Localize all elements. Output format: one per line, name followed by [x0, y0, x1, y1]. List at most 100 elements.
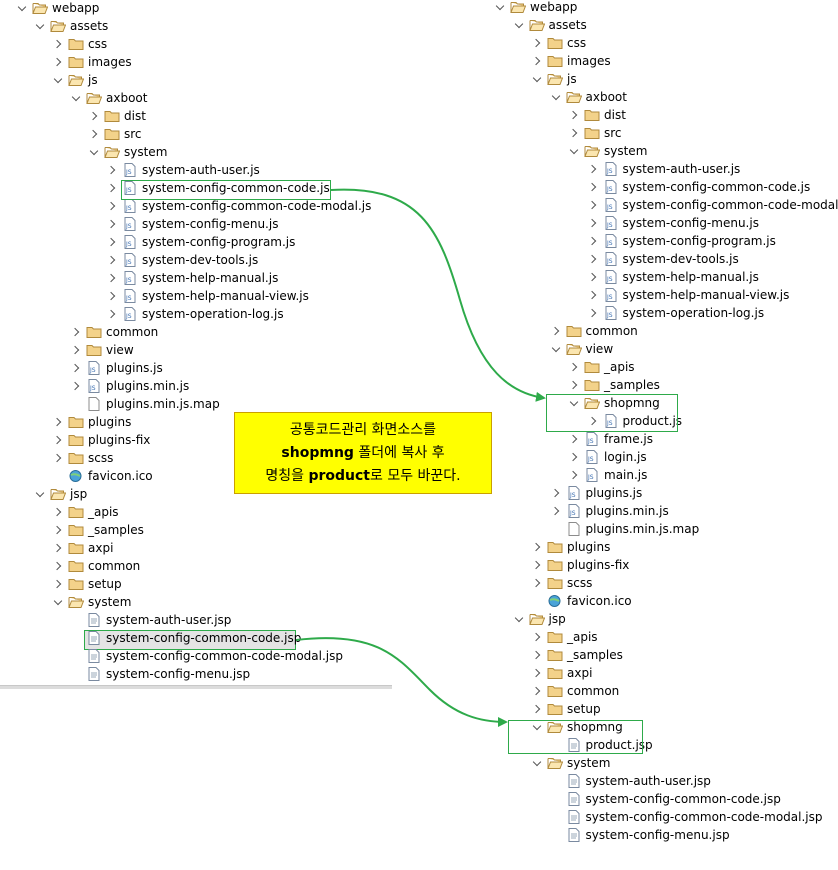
- chevron-right-icon[interactable]: [589, 160, 599, 178]
- chevron-down-icon[interactable]: [515, 610, 525, 628]
- chevron-down-icon[interactable]: [552, 88, 562, 106]
- chevron-right-icon[interactable]: [72, 377, 82, 395]
- chevron-right-icon[interactable]: [54, 503, 64, 521]
- tree-item[interactable]: system-config-common-code.jsp: [72, 629, 301, 647]
- tree-item[interactable]: common: [54, 557, 140, 575]
- tree-item[interactable]: dist: [570, 106, 626, 124]
- chevron-right-icon[interactable]: [570, 430, 580, 448]
- chevron-right-icon[interactable]: [533, 646, 543, 664]
- chevron-right-icon[interactable]: [570, 106, 580, 124]
- chevron-right-icon[interactable]: [90, 107, 100, 125]
- chevron-right-icon[interactable]: [108, 233, 118, 251]
- tree-item[interactable]: plugins-fix: [533, 556, 629, 574]
- chevron-right-icon[interactable]: [570, 124, 580, 142]
- tree-item[interactable]: dist: [90, 107, 146, 125]
- tree-item[interactable]: assets: [36, 17, 108, 35]
- chevron-right-icon[interactable]: [589, 268, 599, 286]
- chevron-right-icon[interactable]: [54, 413, 64, 431]
- tree-item[interactable]: setup: [54, 575, 122, 593]
- chevron-right-icon[interactable]: [72, 323, 82, 341]
- chevron-right-icon[interactable]: [108, 197, 118, 215]
- tree-item[interactable]: plugins.min.js.map: [552, 520, 699, 538]
- chevron-right-icon[interactable]: [72, 359, 82, 377]
- tree-item[interactable]: plugins.min.js.map: [72, 395, 220, 413]
- tree-item[interactable]: view: [552, 340, 613, 358]
- tree-item[interactable]: jsp: [515, 610, 566, 628]
- tree-item[interactable]: setup: [533, 700, 601, 718]
- chevron-right-icon[interactable]: [54, 539, 64, 557]
- tree-item[interactable]: system-config-common-code.jsp: [552, 790, 781, 808]
- chevron-down-icon[interactable]: [54, 71, 64, 89]
- chevron-right-icon[interactable]: [552, 484, 562, 502]
- tree-item[interactable]: css: [54, 35, 107, 53]
- chevron-right-icon[interactable]: [552, 502, 562, 520]
- chevron-down-icon[interactable]: [54, 593, 64, 611]
- chevron-right-icon[interactable]: [589, 286, 599, 304]
- tree-item[interactable]: _apis: [533, 628, 598, 646]
- tree-item[interactable]: common: [72, 323, 158, 341]
- tree-item[interactable]: system: [533, 754, 610, 772]
- tree-item[interactable]: images: [533, 52, 611, 70]
- chevron-down-icon[interactable]: [36, 17, 46, 35]
- chevron-right-icon[interactable]: [533, 664, 543, 682]
- chevron-right-icon[interactable]: [589, 250, 599, 268]
- chevron-right-icon[interactable]: [54, 575, 64, 593]
- chevron-right-icon[interactable]: [533, 700, 543, 718]
- tree-item[interactable]: scss: [54, 449, 113, 467]
- tree-item[interactable]: _samples: [533, 646, 623, 664]
- chevron-down-icon[interactable]: [515, 16, 525, 34]
- chevron-right-icon[interactable]: [108, 179, 118, 197]
- chevron-down-icon[interactable]: [496, 0, 506, 16]
- chevron-down-icon[interactable]: [533, 754, 543, 772]
- tree-item[interactable]: axpi: [54, 539, 113, 557]
- tree-item[interactable]: shopmng: [570, 394, 660, 412]
- chevron-right-icon[interactable]: [570, 358, 580, 376]
- chevron-right-icon[interactable]: [108, 269, 118, 287]
- chevron-right-icon[interactable]: [90, 125, 100, 143]
- tree-item[interactable]: webapp: [18, 0, 99, 17]
- chevron-right-icon[interactable]: [570, 376, 580, 394]
- tree-item[interactable]: system-auth-user.jsp: [72, 611, 231, 629]
- tree-item[interactable]: favicon.ico: [54, 467, 153, 485]
- tree-item[interactable]: _apis: [54, 503, 119, 521]
- tree-item[interactable]: system-config-common-code-modal.jsp: [72, 647, 343, 665]
- tree-item[interactable]: _samples: [570, 376, 660, 394]
- chevron-down-icon[interactable]: [72, 89, 82, 107]
- chevron-down-icon[interactable]: [533, 70, 543, 88]
- tree-item[interactable]: plugins: [54, 413, 131, 431]
- tree-item[interactable]: axboot: [72, 89, 147, 107]
- tree-item[interactable]: product.jsp: [552, 736, 653, 754]
- chevron-right-icon[interactable]: [54, 521, 64, 539]
- chevron-right-icon[interactable]: [54, 35, 64, 53]
- tree-item[interactable]: system-config-menu.jsp: [72, 665, 250, 683]
- chevron-right-icon[interactable]: [589, 304, 599, 322]
- tree-item[interactable]: common: [552, 322, 638, 340]
- tree-item[interactable]: webapp: [496, 0, 577, 16]
- chevron-right-icon[interactable]: [589, 214, 599, 232]
- tree-item[interactable]: system: [90, 143, 167, 161]
- tree-item[interactable]: _apis: [570, 358, 635, 376]
- chevron-right-icon[interactable]: [108, 161, 118, 179]
- chevron-down-icon[interactable]: [18, 0, 28, 17]
- tree-item[interactable]: view: [72, 341, 134, 359]
- tree-item[interactable]: assets: [515, 16, 587, 34]
- tree-item[interactable]: axpi: [533, 664, 592, 682]
- tree-item[interactable]: src: [570, 124, 622, 142]
- chevron-right-icon[interactable]: [54, 449, 64, 467]
- tree-item[interactable]: js: [54, 71, 98, 89]
